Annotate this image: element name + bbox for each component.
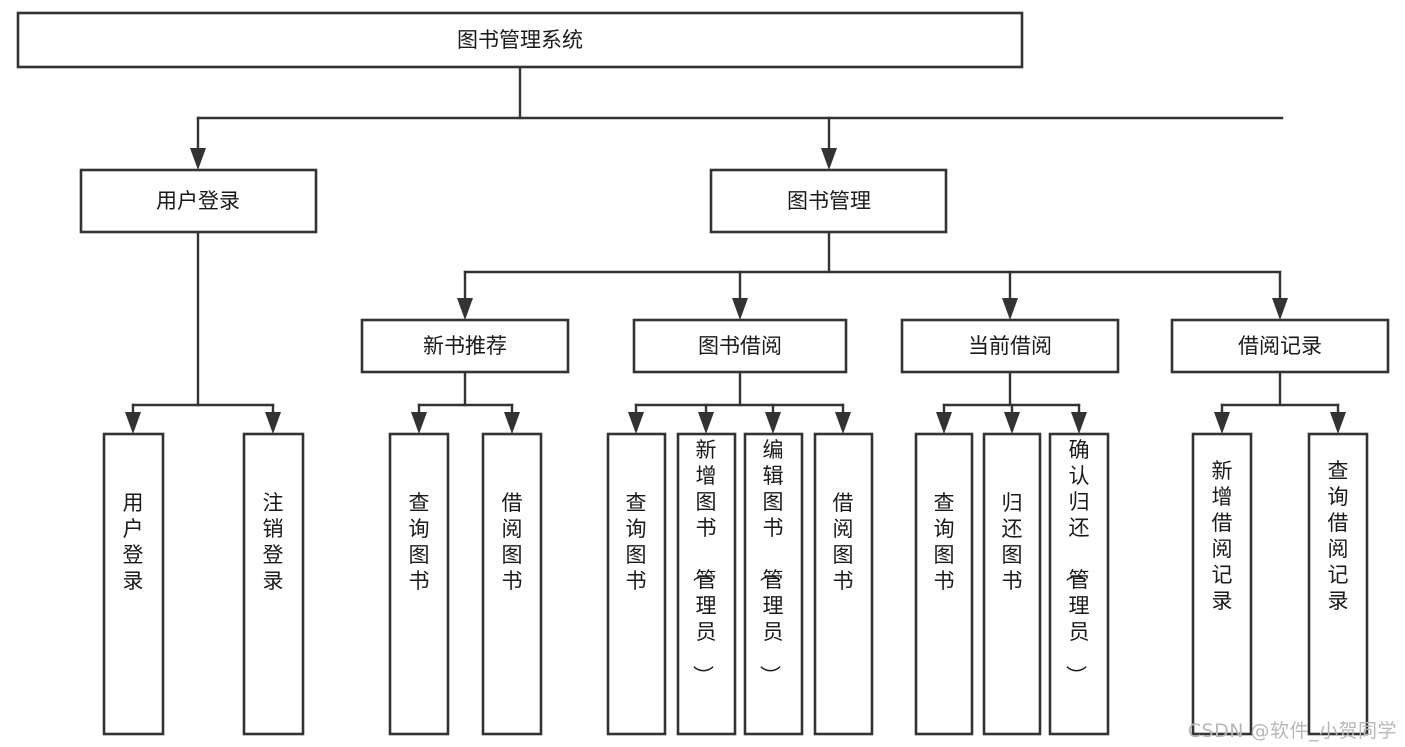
leaf-newbook-query-book[interactable]: 查询图书 bbox=[388, 432, 450, 736]
node-new-book-recommend-label: 新书推荐 bbox=[423, 334, 507, 358]
leaf-currentborrow-query-book[interactable]: 查询图书 bbox=[914, 432, 974, 736]
node-book-borrow-label: 图书借阅 bbox=[698, 334, 782, 358]
connector-bookmgmt-to-level3 bbox=[457, 230, 1288, 320]
leaf-currentborrow-return-book[interactable]: 归还图书 bbox=[982, 432, 1042, 736]
node-root-label: 图书管理系统 bbox=[457, 28, 583, 52]
connector-borrowrecord-to-leaves bbox=[1214, 370, 1346, 434]
node-borrow-record[interactable]: 借阅记录 bbox=[1170, 318, 1390, 374]
connector-root-to-level2 bbox=[190, 65, 1284, 170]
connector-bookborrow-to-leaves bbox=[628, 370, 851, 434]
leaf-borrowrecord-add-record-label: 新增借阅记录 bbox=[1212, 459, 1233, 613]
leaf-user-login-login[interactable]: 用户登录 bbox=[102, 432, 165, 736]
leaf-bookborrow-edit-book-label: 编辑图书（管理员） bbox=[758, 438, 784, 686]
leaf-user-login-logout-label: 注销登录 bbox=[263, 491, 284, 593]
leaf-currentborrow-confirm-return[interactable]: 确认归还（管理员） bbox=[1048, 432, 1110, 736]
leaf-borrowrecord-query-record[interactable]: 查询借阅记录 bbox=[1307, 432, 1369, 736]
csdn-watermark: CSDN @软件_小贺同学 bbox=[1187, 720, 1397, 742]
connector-currentborrow-to-leaves bbox=[936, 370, 1087, 434]
leaf-bookborrow-borrow-book[interactable]: 借阅图书 bbox=[813, 432, 874, 736]
leaf-user-login-logout[interactable]: 注销登录 bbox=[242, 432, 305, 736]
node-book-management[interactable]: 图书管理 bbox=[709, 168, 948, 234]
leaf-bookborrow-query-book[interactable]: 查询图书 bbox=[606, 432, 667, 736]
connector-newbook-to-leaves bbox=[411, 370, 520, 434]
node-current-borrow-label: 当前借阅 bbox=[968, 334, 1052, 358]
node-book-management-label: 图书管理 bbox=[787, 189, 871, 213]
node-book-borrow[interactable]: 图书借阅 bbox=[632, 318, 848, 374]
leaf-newbook-borrow-book[interactable]: 借阅图书 bbox=[481, 432, 543, 736]
leaf-currentborrow-return-book-label: 归还图书 bbox=[1002, 491, 1023, 593]
node-new-book-recommend[interactable]: 新书推荐 bbox=[360, 318, 570, 374]
connector-userlogin-to-leaves bbox=[125, 230, 281, 434]
leaf-bookborrow-edit-book[interactable]: 编辑图书（管理员） bbox=[743, 432, 804, 736]
leaf-bookborrow-add-book-label: 新增图书（管理员） bbox=[691, 438, 717, 686]
node-user-login-label: 用户登录 bbox=[156, 189, 240, 213]
leaf-bookborrow-query-book-label: 查询图书 bbox=[626, 491, 647, 593]
leaf-bookborrow-borrow-book-label: 借阅图书 bbox=[833, 491, 854, 593]
leaf-newbook-query-book-label: 查询图书 bbox=[409, 491, 430, 593]
node-user-login[interactable]: 用户登录 bbox=[79, 168, 318, 234]
node-borrow-record-label: 借阅记录 bbox=[1238, 334, 1322, 358]
leaf-user-login-login-label: 用户登录 bbox=[123, 491, 144, 593]
leaf-currentborrow-query-book-label: 查询图书 bbox=[934, 491, 955, 593]
leaf-bookborrow-add-book[interactable]: 新增图书（管理员） bbox=[676, 432, 737, 736]
leaf-newbook-borrow-book-label: 借阅图书 bbox=[502, 491, 523, 593]
node-root-system[interactable]: 图书管理系统 bbox=[16, 11, 1024, 69]
node-current-borrow[interactable]: 当前借阅 bbox=[900, 318, 1120, 374]
leaf-currentborrow-confirm-return-label: 确认归还（管理员） bbox=[1064, 438, 1090, 686]
leaf-borrowrecord-add-record[interactable]: 新增借阅记录 bbox=[1191, 432, 1253, 736]
leaf-borrowrecord-query-record-label: 查询借阅记录 bbox=[1328, 459, 1349, 613]
